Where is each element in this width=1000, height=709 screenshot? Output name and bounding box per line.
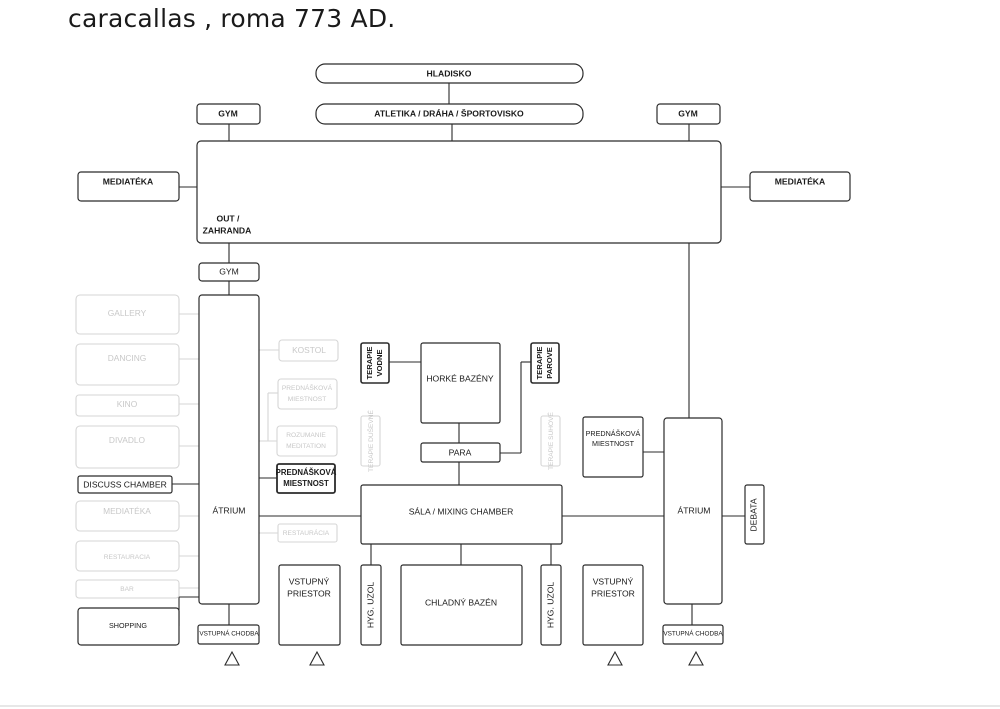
shopping-box: SHOPPING: [77, 607, 180, 646]
out-zahranda-box: OUT / ZAHRANDA: [196, 140, 722, 244]
vstupny-priestor-right-line2: PRIESTOR: [591, 588, 635, 598]
atrium-right-box: ÁTRIUM: [663, 417, 723, 605]
debata-box: DEBATA: [744, 484, 765, 545]
rozumanie-line2: MEDITATION: [286, 443, 326, 450]
atrium-right-label: ÁTRIUM: [678, 505, 711, 515]
gallery-box: GALLERY: [75, 294, 180, 335]
discuss-chamber-box: DISCUSS CHAMBER: [77, 475, 173, 494]
out-label-line1: OUT /: [217, 213, 241, 223]
entrance-triangle-icon: [224, 650, 240, 666]
atrium-left-label: ÁTRIUM: [213, 505, 246, 515]
restauracia-small-label: RESTAURÁCIA: [283, 528, 330, 537]
atletika-box: ATLETIKA / DRÁHA / ŠPORTOVISKO: [315, 103, 584, 125]
dancing-label: DANCING: [108, 353, 147, 363]
sala-box: SÁLA / MIXING CHAMBER: [360, 484, 563, 545]
prednaskova-faint-line2: MIESTNOST: [288, 396, 326, 403]
terapie-vodne-box: TERAPIE VODNE: [360, 342, 390, 384]
terapie-vodne-line2: VODNE: [375, 349, 384, 376]
gym-right-label: GYM: [678, 108, 698, 118]
terapie-suhove-box: TERAPIE SUHOVÉ: [540, 411, 561, 470]
para-label: PARA: [449, 447, 472, 457]
rozumanie-line1: ROZUMANIE: [286, 432, 326, 439]
vstupna-chodba-left-box: VSTUPNÁ CHODBA: [197, 624, 260, 645]
restauracia-faint-box: RESTAURACIA: [75, 540, 180, 572]
terapie-vodne-line1: TERAPIE: [365, 347, 374, 380]
vstupna-chodba-left-label: VSTUPNÁ CHODBA: [199, 629, 259, 638]
vstupny-priestor-left-line1: VSTUPNÝ: [289, 576, 330, 586]
gym-left-box: GYM: [196, 103, 261, 125]
hladisko-label: HLADISKO: [427, 68, 472, 78]
restauracia-faint-label: RESTAURACIA: [104, 554, 151, 561]
divadlo-box: DIVADLO: [75, 425, 180, 469]
para-box: PARA: [420, 442, 501, 463]
prednaskova-right-box: PREDNÁŠKOVÁ MIESTNOST: [582, 416, 644, 478]
dancing-box: DANCING: [75, 343, 180, 386]
gym-mid-box: GYM: [198, 262, 260, 282]
bar-box: BAR: [75, 579, 180, 599]
vstupny-priestor-right-line1: VSTUPNÝ: [593, 576, 634, 586]
entrance-triangle-icon: [309, 650, 325, 666]
hyg-uzol-left-box: HYG. UZOL: [360, 564, 382, 646]
hladisko-box: HLADISKO: [315, 63, 584, 84]
terapie-suhove-label: TERAPIE SUHOVÉ: [546, 411, 555, 469]
atletika-label: ATLETIKA / DRÁHA / ŠPORTOVISKO: [374, 107, 524, 118]
chladny-bazen-box: CHLADNÝ BAZÉN: [400, 564, 523, 646]
debata-label: DEBATA: [748, 498, 758, 531]
gym-left-label: GYM: [218, 108, 238, 118]
mediateka-left-box: MEDIATÉKA: [77, 171, 180, 202]
shopping-label: SHOPPING: [109, 621, 147, 630]
mediateka-left-label: MEDIATÉKA: [103, 176, 153, 186]
vstupna-chodba-right-box: VSTUPNÁ CHODBA: [662, 624, 724, 645]
gallery-label: GALLERY: [108, 308, 147, 318]
discuss-chamber-label: DISCUSS CHAMBER: [83, 479, 167, 489]
atrium-left-box: ÁTRIUM: [198, 294, 260, 605]
divadlo-label: DIVADLO: [109, 435, 146, 445]
terapie-dusevne-box: TERAPIE DUŠEVNÉ: [360, 409, 381, 472]
prednaskova-right-line1: PREDNÁŠKOVÁ: [586, 429, 641, 438]
prednaskova-bold-box: PREDNÁŠKOVÁ MIESTNOST: [276, 463, 337, 494]
terapie-parove-box: TERAPIE PAROVE: [530, 342, 560, 384]
rozumanie-box: ROZUMANIE MEDITATION: [276, 425, 338, 457]
terapie-parove-line2: PAROVE: [545, 347, 554, 379]
horke-bazeny-box: HORKÉ BAZÉNY: [420, 342, 501, 424]
prednaskova-faint-box: PREDNÁŠKOVÁ MIESTNOST: [277, 378, 338, 410]
vstupny-priestor-right-box: VSTUPNÝ PRIESTOR: [582, 564, 644, 646]
bar-label: BAR: [120, 586, 134, 593]
hyg-uzol-right-label: HYG. UZOL: [545, 582, 555, 629]
horke-bazeny-label: HORKÉ BAZÉNY: [426, 373, 494, 383]
sala-label: SÁLA / MIXING CHAMBER: [409, 506, 514, 516]
vstupny-priestor-left-line2: PRIESTOR: [287, 588, 331, 598]
kostol-box: KOSTOL: [278, 339, 339, 362]
mediateka-faint-label: MEDIATÉKA: [103, 506, 151, 516]
entrance-triangle-icon: [607, 650, 623, 666]
terapie-parove-line1: TERAPIE: [535, 347, 544, 380]
page-title: caracallas , roma 773 AD.: [68, 4, 396, 33]
gym-right-box: GYM: [656, 103, 721, 125]
out-label-line2: ZAHRANDA: [203, 225, 252, 235]
mediateka-right-box: MEDIATÉKA: [749, 171, 851, 202]
restauracia-small-box: RESTAURÁCIA: [277, 523, 338, 543]
terapie-dusevne-label: TERAPIE DUŠEVNÉ: [366, 409, 375, 472]
prednaskova-bold-line2: MIESTNOST: [283, 479, 329, 488]
hyg-uzol-left-label: HYG. UZOL: [365, 582, 375, 629]
entrance-triangle-icon: [688, 650, 704, 666]
prednaskova-right-line2: MIESTNOST: [592, 439, 635, 448]
chladny-bazen-label: CHLADNÝ BAZÉN: [425, 597, 497, 607]
prednaskova-bold-line1: PREDNÁŠKOVÁ: [276, 468, 337, 477]
kostol-label: KOSTOL: [292, 345, 326, 355]
vstupny-priestor-left-box: VSTUPNÝ PRIESTOR: [278, 564, 341, 646]
prednaskova-faint-line1: PREDNÁŠKOVÁ: [282, 383, 333, 392]
kino-box: KINO: [75, 394, 180, 417]
mediateka-right-label: MEDIATÉKA: [775, 176, 825, 186]
gym-mid-label: GYM: [219, 266, 239, 276]
hyg-uzol-right-box: HYG. UZOL: [540, 564, 562, 646]
vstupna-chodba-right-label: VSTUPNÁ CHODBA: [663, 629, 723, 638]
connectors: [172, 83, 750, 626]
kino-label: KINO: [117, 399, 138, 409]
mediateka-faint-box: MEDIATÉKA: [75, 500, 180, 532]
